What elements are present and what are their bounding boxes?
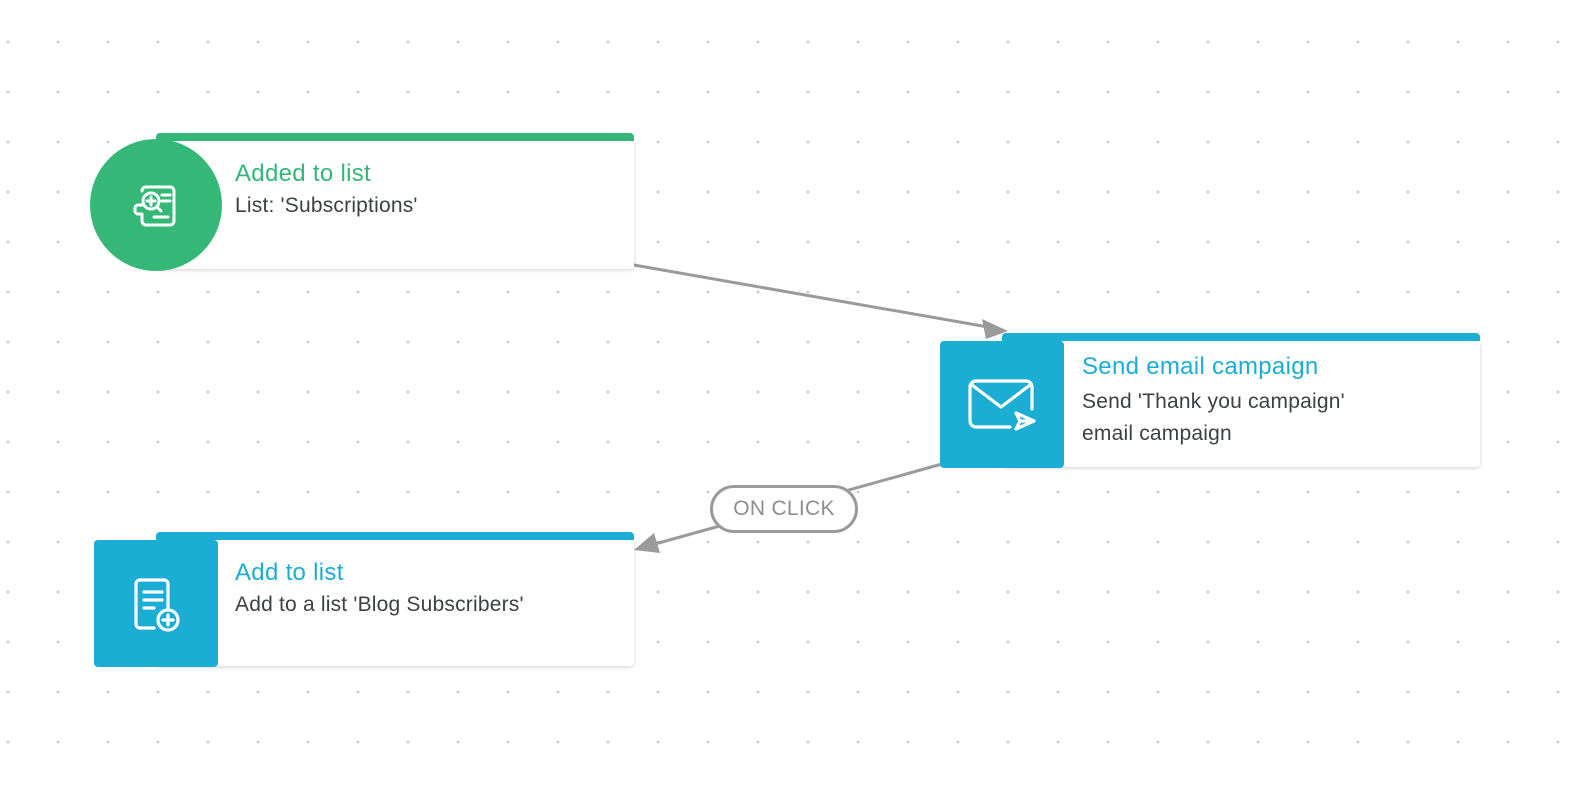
add-to-list-node-title: Add to list	[235, 559, 344, 586]
trigger-node-added-to-list[interactable]: Added to list List: 'Subscriptions'	[90, 133, 634, 271]
add-to-list-node-description: Add to a list 'Blog Subscribers'	[235, 593, 524, 616]
edge-label-on-click[interactable]: ON CLICK	[710, 485, 858, 533]
envelope-send-icon	[940, 341, 1064, 468]
send-email-node-description-line1: Send 'Thank you campaign'	[1082, 390, 1345, 413]
trigger-node-description: List: 'Subscriptions'	[235, 194, 418, 217]
action-node-send-email-campaign[interactable]: Send email campaign Send 'Thank you camp…	[940, 333, 1480, 469]
trigger-node-card	[156, 133, 634, 269]
connector-trigger-to-send-email[interactable]	[633, 263, 989, 329]
action-node-add-to-list[interactable]: Add to list Add to a list 'Blog Subscrib…	[94, 532, 634, 668]
arrowhead-add-list	[634, 533, 660, 553]
list-add-icon	[94, 540, 218, 667]
send-email-node-card	[1002, 333, 1480, 467]
add-to-list-node-card	[156, 532, 634, 666]
send-email-node-description-line2: email campaign	[1082, 422, 1232, 445]
trigger-node-title: Added to list	[235, 160, 371, 187]
send-email-node-title: Send email campaign	[1082, 353, 1319, 380]
list-search-icon	[90, 139, 222, 271]
